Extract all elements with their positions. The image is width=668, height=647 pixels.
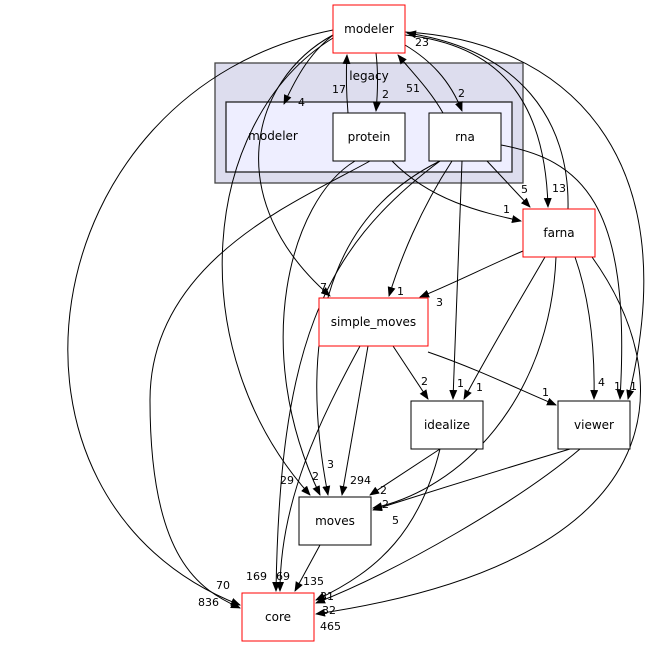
edge-label[interactable]: 69 [276, 570, 290, 583]
node-label: viewer [574, 418, 614, 432]
node-protein[interactable]: protein [332, 112, 406, 162]
edge-label[interactable]: 7 [320, 281, 327, 294]
edge-simple_moves-to-idealize[interactable] [392, 345, 429, 400]
edge-label[interactable]: 135 [303, 575, 324, 588]
edge-viewer-to-moves[interactable] [372, 448, 571, 512]
edge-simple_moves-to-moves[interactable] [339, 345, 369, 496]
edge-modeler-to-farna[interactable] [404, 34, 552, 208]
node-label: protein [348, 130, 391, 144]
edge-label[interactable]: 31 [320, 590, 334, 603]
edge-label[interactable]: 2 [382, 498, 389, 511]
edge-label[interactable]: 2 [312, 470, 319, 483]
edge-label[interactable]: 465 [320, 620, 341, 633]
edge-label[interactable]: 1 [476, 381, 483, 394]
edge-rna-to-core[interactable] [272, 160, 441, 592]
node-farna[interactable]: farna [522, 208, 596, 258]
node-label: modeler [344, 22, 394, 36]
edge-label[interactable]: 5 [521, 183, 528, 196]
edge-label[interactable]: 51 [406, 82, 420, 95]
edge-label[interactable]: 1 [503, 203, 510, 216]
node-label: core [265, 610, 291, 624]
edge-idealize-to-core[interactable] [315, 448, 441, 601]
node-moves[interactable]: moves [298, 496, 372, 546]
edge-modeler-to-viewer[interactable] [404, 31, 645, 400]
node-viewer[interactable]: viewer [557, 400, 631, 450]
edge-modeler-to-protein[interactable] [372, 52, 381, 112]
node-label: farna [543, 226, 574, 240]
edge-label[interactable]: 1 [542, 386, 549, 399]
edge-idealize-to-moves[interactable] [369, 448, 441, 496]
node-label: moves [315, 514, 355, 528]
edge-label[interactable]: 3 [327, 458, 334, 471]
node-label: simple_moves [331, 315, 416, 329]
edge-label[interactable]: 4 [298, 96, 305, 109]
edge-label[interactable]: 5 [392, 514, 399, 527]
edge-farna-to-viewer[interactable] [574, 256, 599, 400]
node-label: idealize [424, 418, 470, 432]
edge-simple_moves-to-core[interactable] [276, 345, 361, 592]
edge-label[interactable]: 17 [332, 83, 346, 96]
edge-label[interactable]: 1 [630, 380, 637, 393]
edge-moves-to-core[interactable] [294, 544, 321, 592]
edge-label[interactable]: 29 [280, 474, 294, 487]
edge-label[interactable]: 2 [380, 484, 387, 497]
edge-label[interactable]: 2 [421, 375, 428, 388]
edge-farna-to-simple_moves[interactable] [419, 250, 524, 298]
node-idealize[interactable]: idealize [410, 400, 484, 450]
edge-farna-to-core[interactable] [315, 256, 641, 617]
node-core[interactable]: core [241, 592, 315, 642]
edge-label[interactable]: 2 [458, 87, 465, 100]
edge-protein-to-core[interactable] [149, 160, 371, 609]
edge-protein-to-farna[interactable] [391, 160, 522, 223]
node-rna[interactable]: rna [428, 112, 502, 162]
edge-label[interactable]: 70 [216, 579, 230, 592]
node-label: rna [455, 130, 475, 144]
edge-label[interactable]: 294 [350, 474, 371, 487]
edge-farna-to-modeler[interactable] [406, 30, 569, 210]
cluster-legacy-label: legacy [349, 69, 388, 83]
edge-label[interactable]: 4 [598, 376, 605, 389]
cluster-modeler-label: modeler [248, 129, 298, 143]
edge-label[interactable]: 836 [198, 596, 219, 609]
edge-label[interactable]: 1 [614, 380, 621, 393]
edge-rna-to-idealize[interactable] [449, 160, 463, 400]
edge-modeler-to-core[interactable] [67, 29, 334, 606]
edge-label[interactable]: 1 [397, 285, 404, 298]
edge-viewer-to-core[interactable] [315, 448, 581, 604]
edge-rna-to-modeler[interactable] [397, 54, 444, 114]
edge-farna-to-idealize[interactable] [463, 256, 546, 400]
edge-rna-to-simple_moves[interactable] [387, 160, 453, 297]
edge-label[interactable]: 2 [382, 88, 389, 101]
edge-label[interactable]: 32 [322, 604, 336, 617]
edge-modeler-to-moves[interactable] [221, 37, 334, 496]
edge-label[interactable]: 3 [436, 296, 443, 309]
edge-label[interactable]: 13 [552, 182, 566, 195]
edge-label[interactable]: 1 [457, 377, 464, 390]
node-simple-moves[interactable]: simple_moves [318, 297, 429, 347]
edge-modeler-to-rna[interactable] [404, 44, 463, 112]
edge-simple_moves-to-viewer[interactable] [427, 351, 557, 406]
edge-rna-to-viewer[interactable] [500, 144, 625, 400]
edge-label[interactable]: 169 [246, 570, 267, 583]
edge-protein-to-modeler[interactable] [342, 54, 351, 114]
edge-farna-to-moves[interactable] [372, 256, 557, 511]
node-modeler[interactable]: modeler [332, 4, 406, 54]
edge-rna-to-moves[interactable] [316, 160, 441, 496]
edge-label[interactable]: 23 [415, 36, 429, 49]
edge-rna-to-farna[interactable] [486, 160, 531, 208]
